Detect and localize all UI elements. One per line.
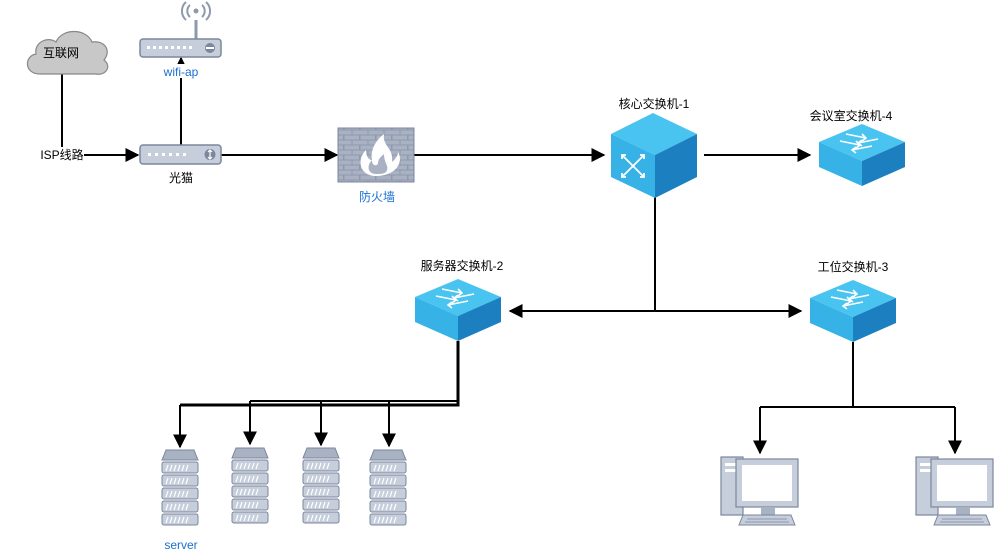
firewall-label: 防火墙 bbox=[359, 189, 395, 204]
meeting-switch-node[interactable]: 会议室交换机-4 bbox=[810, 108, 905, 186]
switch-icon bbox=[810, 280, 896, 342]
isp-line-label: ISP线路 bbox=[40, 147, 83, 162]
modem-node[interactable]: 光猫 bbox=[139, 144, 222, 185]
server-switch-label: 服务器交换机-2 bbox=[421, 258, 504, 273]
server-1[interactable] bbox=[161, 449, 199, 526]
core-switch-node[interactable]: 核心交换机-1 bbox=[611, 96, 697, 198]
modem-label: 光猫 bbox=[169, 171, 193, 185]
workstation-switch-label: 工位交换机-3 bbox=[818, 259, 889, 274]
cloud-icon bbox=[26, 30, 109, 75]
workstation-pc-2[interactable] bbox=[915, 456, 994, 526]
workstation-pc-1[interactable] bbox=[720, 456, 799, 526]
workstations-group bbox=[720, 456, 994, 526]
switch-icon bbox=[819, 124, 905, 186]
modem-icon bbox=[139, 144, 222, 165]
core-switch-icon bbox=[611, 113, 697, 198]
edge-internet-to-modem bbox=[61, 72, 140, 162]
connections bbox=[61, 56, 962, 455]
switch-icon bbox=[415, 279, 501, 341]
workstation-switch-node[interactable]: 工位交换机-3 bbox=[810, 259, 896, 342]
servers-label: server bbox=[164, 538, 197, 552]
server-rack-icon bbox=[161, 449, 199, 526]
server-switch-node[interactable]: 服务器交换机-2 bbox=[415, 258, 504, 341]
wifi-ap-node[interactable]: wifi-ap bbox=[139, 1, 222, 79]
meeting-switch-label: 会议室交换机-4 bbox=[810, 108, 893, 123]
isp-line-label-group: ISP线路 bbox=[40, 147, 84, 163]
servers-group: server bbox=[161, 447, 407, 552]
internet-node[interactable]: 互联网 bbox=[26, 30, 109, 75]
wireless-router-icon bbox=[139, 1, 222, 58]
wifi-ap-label: wifi-ap bbox=[163, 65, 199, 79]
core-switch-label: 核心交换机-1 bbox=[619, 96, 690, 111]
server-2[interactable] bbox=[231, 447, 269, 524]
server-4[interactable] bbox=[369, 449, 407, 526]
firewall-node[interactable]: 防火墙 bbox=[337, 127, 415, 204]
firewall-icon bbox=[337, 127, 415, 183]
internet-label: 互联网 bbox=[43, 46, 79, 60]
server-3[interactable] bbox=[302, 447, 340, 524]
desktop-computer-icon bbox=[720, 456, 799, 526]
edge-server-switch-trunk bbox=[180, 341, 460, 407]
